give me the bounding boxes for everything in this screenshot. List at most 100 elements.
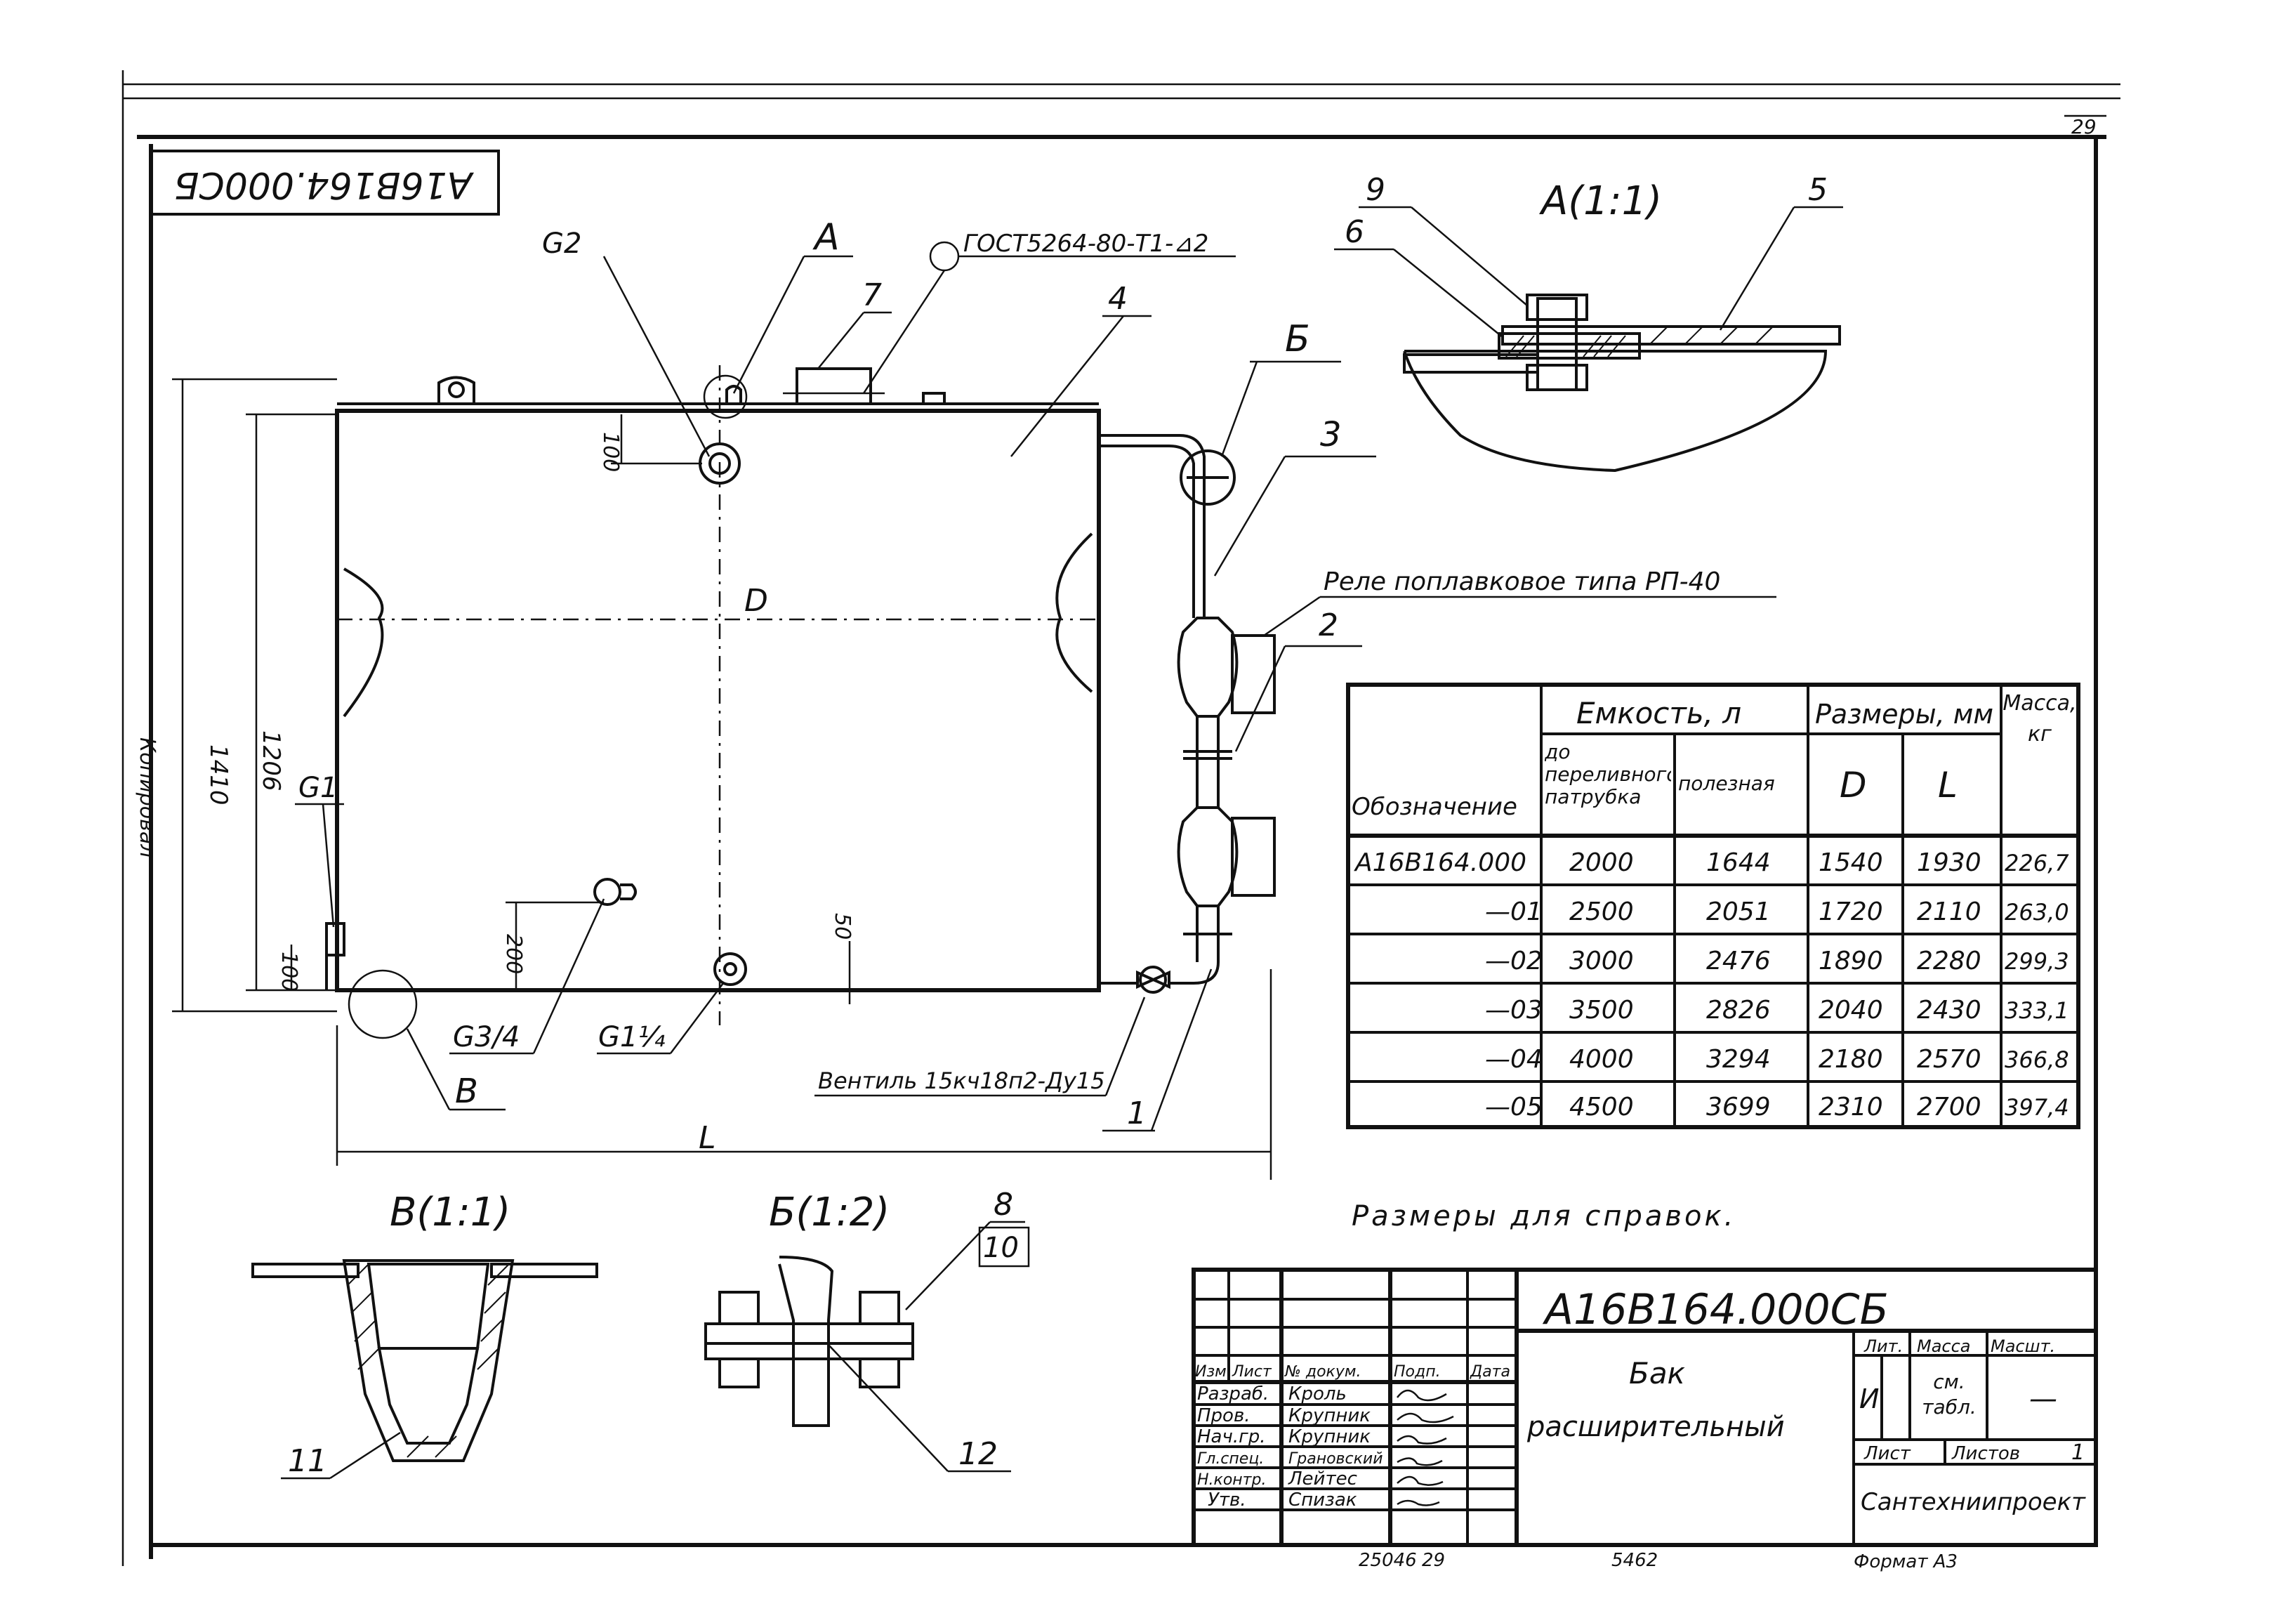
role-name: Спизак bbox=[1288, 1490, 1357, 1511]
cell-l: 2280 bbox=[1917, 947, 1981, 975]
label-dim-50: 50 bbox=[830, 913, 855, 940]
detail-b: Б(1:2) 8 10 12 bbox=[704, 1187, 1030, 1473]
detail-a-title: А(1:1) bbox=[1539, 178, 1662, 224]
cell-overflow: 4500 bbox=[1569, 1093, 1634, 1122]
detail-a-item5: 5 bbox=[1808, 172, 1828, 208]
header-capacity: Емкость, л bbox=[1576, 696, 1741, 730]
label-g3-4: G3/4 bbox=[453, 1021, 520, 1053]
label-v-ref: В bbox=[455, 1072, 478, 1111]
role-name: Лейтес bbox=[1288, 1468, 1357, 1490]
stamp-box: А16В164.000СБ bbox=[150, 150, 500, 216]
bottom-code-3: 5462 bbox=[1611, 1550, 1658, 1571]
piping-assembly bbox=[1099, 434, 1276, 994]
note-text: Размеры для справок. bbox=[1352, 1200, 1736, 1232]
label-item7: 7 bbox=[862, 277, 882, 313]
label-relay: Реле поплавковое типа РП-40 bbox=[1324, 567, 1720, 596]
role-label: Пров. bbox=[1197, 1405, 1251, 1426]
cell-l: 2110 bbox=[1917, 897, 1981, 926]
label-gost: ГОСТ5264-80-Т1-⊿2 bbox=[963, 230, 1208, 258]
label-valve: Вентиль 15кч18п2-Ду15 bbox=[818, 1067, 1105, 1094]
cell-mass: 397,4 bbox=[2005, 1094, 2069, 1121]
cell-overflow: 2000 bbox=[1569, 848, 1634, 877]
title-roles: Разраб. Кроль Пров. Крупник Нач.гр. Круп… bbox=[1197, 1383, 1383, 1511]
title-scale-value: — bbox=[2029, 1383, 2057, 1415]
detail-a: А(1:1) 9 6 5 bbox=[1334, 172, 1843, 473]
cell-designation: —03 bbox=[1485, 996, 1543, 1025]
label-l-dim: L bbox=[699, 1120, 716, 1156]
table-row: А16В164.000 2000 1644 1540 1930 226,7 bbox=[1354, 848, 2069, 877]
cell-useful: 2051 bbox=[1706, 897, 1771, 926]
bottom-code-1: 25046 bbox=[1359, 1550, 1417, 1571]
cell-l: 2700 bbox=[1917, 1093, 1981, 1122]
label-item3: 3 bbox=[1320, 415, 1342, 454]
label-item2: 2 bbox=[1319, 607, 1338, 643]
bottom-code-2: 29 bbox=[1422, 1550, 1445, 1571]
header-capacity-overflow: до переливного патрубка bbox=[1545, 741, 1671, 808]
header-mass: Масса, кг bbox=[2003, 691, 2077, 747]
cell-d: 1540 bbox=[1819, 848, 1883, 877]
spec-table: Обозначение Емкость, л до переливного па… bbox=[1346, 683, 2080, 1129]
title-list: Лист bbox=[1863, 1443, 1911, 1464]
table-row: —05 4500 3699 2310 2700 397,4 bbox=[1485, 1093, 2069, 1122]
detail-b-item10: 10 bbox=[983, 1232, 1019, 1264]
side-note: Копировал bbox=[135, 737, 159, 857]
cell-l: 2570 bbox=[1917, 1045, 1981, 1074]
table-row: —02 3000 2476 1890 2280 299,3 bbox=[1485, 947, 2069, 975]
cell-mass: 263,0 bbox=[2005, 899, 2069, 926]
cell-useful: 2476 bbox=[1706, 947, 1771, 975]
role-name: Крупник bbox=[1288, 1405, 1371, 1426]
cell-designation: —04 bbox=[1485, 1045, 1543, 1074]
header-d: D bbox=[1840, 765, 1867, 806]
header-capacity-useful: полезная bbox=[1678, 772, 1775, 795]
title-headers: Изм. Лист № докум. Подп. Дата bbox=[1195, 1363, 1510, 1381]
header-l: L bbox=[1938, 765, 1958, 806]
role-name: Грановский bbox=[1288, 1450, 1383, 1468]
title-listov: Листов bbox=[1951, 1443, 2020, 1464]
header-designation: Обозначение bbox=[1352, 793, 1517, 821]
label-g1: G1 bbox=[298, 772, 338, 804]
cell-mass: 333,1 bbox=[2005, 997, 2069, 1024]
cell-d: 2310 bbox=[1819, 1093, 1883, 1122]
cell-overflow: 4000 bbox=[1569, 1045, 1634, 1074]
cell-useful: 2826 bbox=[1706, 996, 1771, 1025]
cell-mass: 366,8 bbox=[2005, 1046, 2069, 1073]
label-dim-100-bottom: 100 bbox=[277, 952, 301, 992]
role-label: Утв. bbox=[1208, 1490, 1246, 1511]
label-b-ref: Б bbox=[1285, 318, 1310, 360]
cell-overflow: 3000 bbox=[1569, 947, 1634, 975]
title-name-line1: Бак bbox=[1629, 1356, 1686, 1390]
cell-designation: —01 bbox=[1485, 897, 1543, 926]
header-data: Дата bbox=[1470, 1363, 1510, 1381]
cell-overflow: 3500 bbox=[1569, 996, 1634, 1025]
label-g2: G2 bbox=[542, 228, 581, 260]
cell-d: 1720 bbox=[1819, 897, 1883, 926]
cell-d: 2180 bbox=[1819, 1045, 1883, 1074]
spec-rows: А16В164.000 2000 1644 1540 1930 226,7 —0… bbox=[1354, 848, 2069, 1122]
dimension-lines bbox=[172, 378, 1272, 1180]
detail-b-item8: 8 bbox=[994, 1187, 1013, 1223]
cell-l: 1930 bbox=[1917, 848, 1981, 877]
role-name: Кроль bbox=[1288, 1383, 1347, 1405]
title-massa: Масса bbox=[1917, 1336, 1971, 1356]
table-row: —01 2500 2051 1720 2110 263,0 bbox=[1485, 897, 2069, 926]
detail-v: В(1:1) 11 bbox=[251, 1190, 598, 1480]
title-name-line2: расширительный bbox=[1526, 1411, 1785, 1443]
title-mass-value: см. табл. bbox=[1922, 1370, 1977, 1419]
cell-overflow: 2500 bbox=[1569, 897, 1634, 926]
table-row: —04 4000 3294 2180 2570 366,8 bbox=[1485, 1045, 2069, 1074]
page-number: 29 bbox=[2071, 115, 2097, 138]
cell-useful: 3294 bbox=[1706, 1045, 1771, 1074]
bottom-strip: 25046 29 5462 Формат А3 bbox=[1359, 1550, 1958, 1572]
title-code: А16В164.000СБ bbox=[1542, 1285, 1889, 1334]
label-dim-200: 200 bbox=[501, 934, 526, 974]
title-masht: Масшт. bbox=[1991, 1336, 2055, 1356]
detail-a-item9: 9 bbox=[1366, 172, 1385, 208]
title-org: Сантехниипроект bbox=[1861, 1488, 2086, 1516]
cell-designation: А16В164.000 bbox=[1354, 848, 1526, 877]
header-izm: Изм. bbox=[1195, 1363, 1232, 1381]
cell-d: 1890 bbox=[1819, 947, 1883, 975]
detail-v-title: В(1:1) bbox=[390, 1190, 510, 1235]
cell-mass: 226,7 bbox=[2005, 850, 2069, 876]
stamp-code: А16В164.000СБ bbox=[174, 164, 474, 206]
